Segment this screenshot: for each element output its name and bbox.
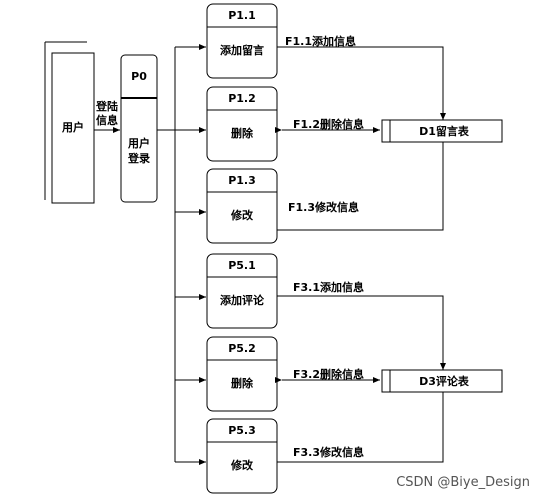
flow-f3-3-label: F3.3修改信息 [293,445,364,459]
process-p1-1-name: 添加留言 [220,43,264,57]
process-p1-1-id: P1.1 [228,9,256,22]
flow-f3-1-label: F3.1添加信息 [293,280,364,294]
process-p0-line1: 用户 [128,136,150,150]
distribution-lines [157,44,206,465]
process-p5-3-id: P5.3 [228,424,256,437]
process-p1-1: P1.1 添加留言 [206,3,278,79]
process-p5-3-name: 修改 [230,458,254,472]
process-p5-2: P5.2 删除 [206,336,278,412]
process-p5-1-name: 添加评论 [220,293,265,307]
user-entity: 用户 [44,41,95,204]
process-p0: P0 用户 登录 [120,54,158,203]
process-p1-2: P1.2 删除 [206,86,278,162]
flow-f1-3-label: F1.3修改信息 [288,200,359,214]
process-p5-1: P5.1 添加评论 [206,253,278,329]
user-entity-label: 用户 [62,120,84,134]
process-p1-2-name: 删除 [231,126,254,140]
data-store-d3-label: D3评论表 [419,374,470,388]
login-flow-label-line2: 信息 [96,113,118,127]
process-p5-2-id: P5.2 [228,342,256,355]
process-p1-3: P1.3 修改 [206,168,278,244]
flows-d1: F1.1添加信息 F1.2删除信息 F1.3修改信息 [275,34,446,231]
process-p1-2-id: P1.2 [228,92,256,105]
process-p1-3-name: 修改 [230,208,254,222]
data-store-d1-label: D1留言表 [419,124,470,138]
process-p0-id: P0 [131,70,147,83]
flow-f1-1-label: F1.1添加信息 [285,34,356,48]
flow-f1-2-label: F1.2删除信息 [293,117,364,131]
data-store-d3: D3评论表 [381,369,503,393]
process-p1-3-id: P1.3 [228,174,256,187]
watermark: CSDN @Biye_Design [396,475,530,490]
data-store-d1: D1留言表 [381,119,503,143]
process-p5-1-id: P5.1 [228,259,256,272]
flow-f3-2-label: F3.2删除信息 [293,367,364,381]
process-p5-2-name: 删除 [231,376,254,390]
flows-d3: F3.1添加信息 F3.2删除信息 F3.3修改信息 [275,280,446,463]
process-p0-line2: 登录 [127,151,150,165]
process-p5-3: P5.3 修改 [206,418,278,494]
login-flow: 登陆 信息 [94,99,120,133]
login-flow-label-line1: 登陆 [95,99,118,113]
